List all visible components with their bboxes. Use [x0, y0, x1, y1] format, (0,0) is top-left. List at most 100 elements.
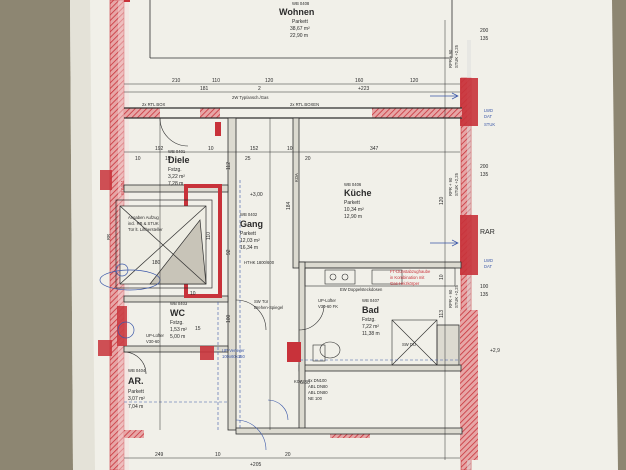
dim-row2-2: 10 — [208, 146, 214, 152]
dim-v-4: 110 — [206, 232, 212, 240]
room-ar: WB 0404 AR. Parkett 3,07 m² 7,04 m — [128, 368, 146, 410]
room-area: 1,53 m² — [170, 327, 187, 333]
bath-fixtures — [312, 319, 438, 366]
room-perimeter: 7,28 m — [168, 181, 183, 187]
dimension-lines — [124, 20, 460, 460]
note-tuer2: Drehen-Spiegel — [254, 305, 283, 310]
room-diele: WB 0401 Diele Fstzg. 3,22 m² 7,28 m — [168, 149, 190, 187]
dim-v-3: 92 — [226, 249, 232, 255]
dim-s-9: 6/80 — [300, 380, 310, 386]
room-name: WC — [170, 308, 185, 318]
note-stuk2: STUK — [484, 122, 495, 127]
doors — [123, 117, 325, 451]
room-perimeter: 12,90 m — [344, 214, 362, 220]
section-markers — [115, 92, 459, 339]
dim-r-6: 135 — [480, 292, 489, 298]
note-stuk-2: STUK +2,25 — [454, 172, 459, 196]
room-perimeter: 7,04 m — [128, 404, 143, 410]
dim-r-1: 200 — [480, 28, 489, 34]
dim-r-5: 100 — [480, 284, 489, 290]
dim-v-6: 100 — [226, 314, 232, 323]
room-wc: WB 0403 WC Fstzg. 1,53 m² 5,00 m — [170, 301, 188, 340]
room-gang: WB 0402 Gang Parkett 12,03 m² 16,34 m — [240, 212, 263, 251]
dim-v-8: 10 — [439, 274, 445, 280]
note-kanal: UP-Verteiler — [222, 348, 245, 353]
kitchen-counter — [304, 267, 456, 287]
room-id: WB 0401 — [168, 149, 186, 154]
room-area: 38,67 m² — [290, 26, 310, 32]
room-id: WB 0404 — [128, 368, 146, 373]
room-name: Gang — [240, 219, 263, 229]
room-floor: Parkett — [292, 19, 308, 25]
dim-topsub-3: +223 — [358, 86, 369, 92]
note-rr: RR — [106, 234, 111, 240]
dim-row2-1: 192 — [155, 146, 164, 152]
dim-top-2: 110 — [212, 78, 220, 84]
dim-top-1: 210 — [172, 78, 181, 84]
note-dn-1: 2x DN100 — [308, 378, 327, 383]
room-perimeter: 22,90 m — [290, 33, 308, 39]
room-id: WB 0403 — [170, 301, 188, 306]
dim-s-3: 25 — [245, 156, 251, 162]
room-area: 10,34 m² — [344, 207, 364, 213]
room-floor: Fstzg. — [168, 167, 182, 173]
dim-top-5: 120 — [410, 78, 419, 84]
dim-row2-4: 10 — [287, 146, 293, 152]
dim-top-3: 120 — [265, 78, 274, 84]
note-aufzug-1: Angaben Aufzug — [128, 215, 159, 220]
interior-walls — [123, 117, 463, 435]
note-dat: DAT — [484, 114, 493, 119]
dim-s-6: 15 — [195, 326, 201, 332]
note-rpr-3: RPR + 90 — [448, 289, 453, 308]
room-area: 3,22 m² — [168, 174, 185, 180]
dim-b-1: 249 — [155, 452, 164, 458]
room-bad: WB 0407 Bad Fstzg. 7,22 m² 11,38 m — [362, 298, 380, 337]
dim-r-2: 135 — [480, 36, 489, 42]
note-aufzug-3: Tür lt. Lifthersteller — [128, 227, 163, 232]
dim-b-2: +205 — [250, 462, 261, 468]
note-dusche: SW DU — [402, 342, 416, 347]
room-name: AR. — [128, 376, 144, 386]
room-floor: Fstzg. — [170, 320, 184, 326]
dim-row2-5: 347 — [370, 146, 379, 152]
note-bad-luefter2: V30-60 FK — [318, 304, 338, 309]
room-floor: Fstzg. — [362, 317, 376, 323]
dim-s-7: +3,00 — [250, 192, 263, 198]
note-kueche-3: Gas-Heizkörper — [390, 281, 420, 286]
note-top: 2W Typ/ansch./Gas — [232, 95, 268, 100]
note-lwd: LWD — [484, 108, 493, 113]
note-wc-luefter: UP-Lüfter — [146, 333, 165, 338]
dim-v-7: 120 — [439, 196, 445, 205]
dim-r-3: 200 — [480, 164, 489, 170]
note-dn-2: ABL DN80 — [308, 384, 328, 389]
dim-s-4: 20 — [305, 156, 311, 162]
dim-r-4: 135 — [480, 172, 489, 178]
note-rtl: 2x RTL BOX — [142, 102, 165, 107]
room-name: Diele — [168, 155, 190, 165]
dim-b-3: 20 — [285, 452, 291, 458]
dim-b-4: 10 — [215, 452, 221, 458]
dim-s-2: 15 — [165, 156, 171, 162]
room-floor: Parkett — [128, 389, 144, 395]
note-kanal2: 100x60x150 — [222, 354, 245, 359]
note-doppel: EW Doppelsteckdosen — [340, 287, 383, 292]
dim-s-5: 10 — [190, 291, 196, 297]
room-area: 12,03 m² — [240, 238, 260, 244]
note-heater: 2x RTL BOXEN — [290, 102, 319, 107]
room-name: Wohnen — [279, 7, 314, 17]
dim-s-8: +2,9 — [490, 348, 500, 354]
room-id: WB 0408 — [292, 1, 310, 6]
note-lwd-2: LWD — [484, 258, 493, 263]
room-name: Bad — [362, 305, 379, 315]
dim-s-1: 10 — [135, 156, 141, 162]
room-perimeter: 16,34 m — [240, 245, 258, 251]
note-htk: HTHK 1800/600 — [244, 260, 275, 265]
room-kueche: WB 0406 Küche Parkett 10,34 m² 12,90 m — [344, 182, 372, 220]
note-rpr: RPR + 90 — [448, 49, 453, 68]
note-rar: RAR — [480, 229, 495, 236]
dimension-labels: 210 110 120 160 120 181 2 +223 192 10 15… — [135, 28, 500, 468]
room-area: 3,07 m² — [128, 396, 145, 402]
dim-v-2: 184 — [286, 201, 292, 210]
plan-notes: 2x RTL BOXEN 2x RTL BOX 2W Typ/ansch./Ga… — [106, 44, 495, 401]
